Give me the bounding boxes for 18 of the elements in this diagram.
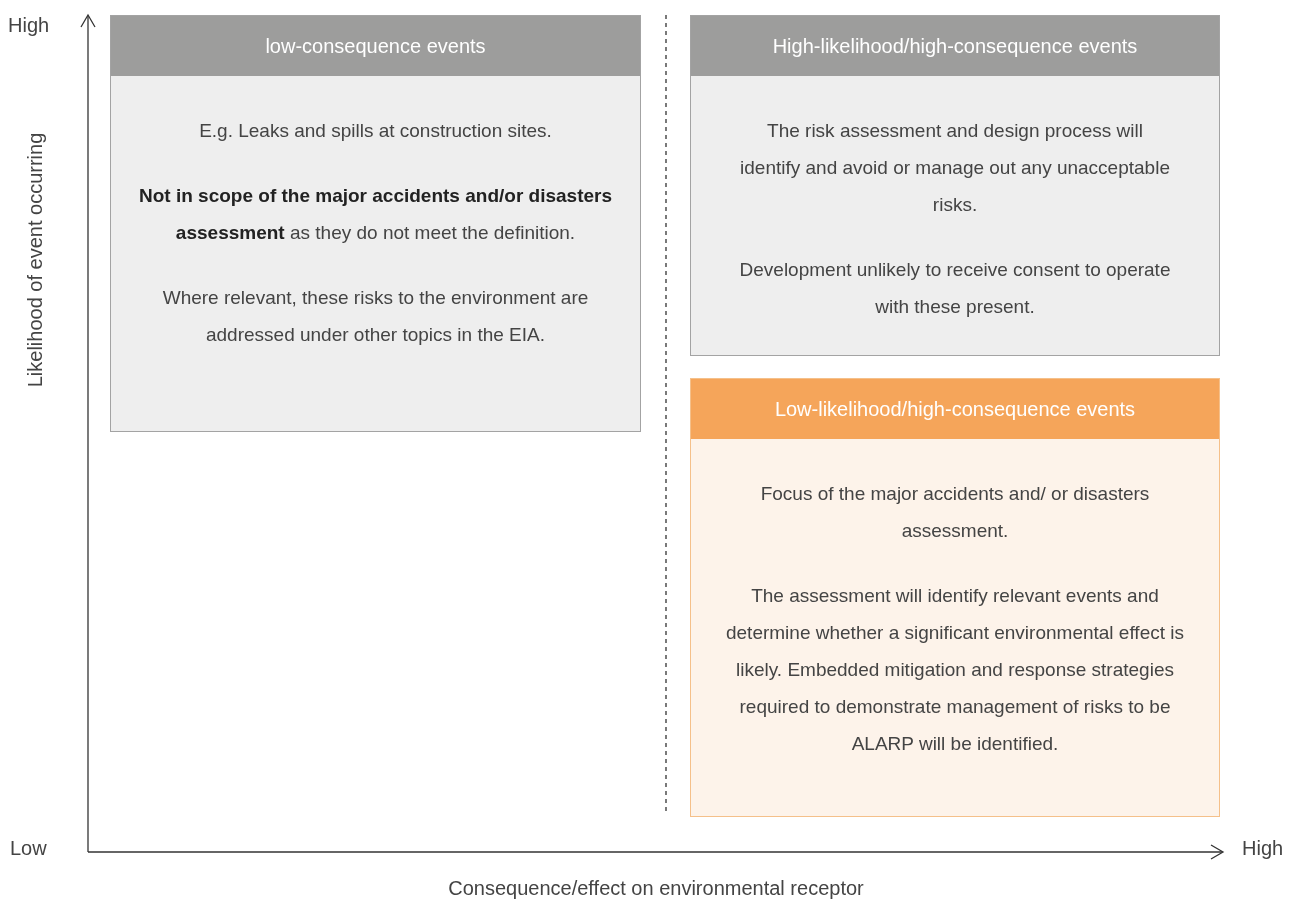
axis-tick-label: High xyxy=(1242,836,1284,861)
card-text: Development unlikely to receive consent to operate with these present. xyxy=(738,258,1172,319)
y-axis-title: Likelihood of event occurring xyxy=(23,132,47,388)
card-header: High-likelihood/high-consequence events xyxy=(691,16,1219,76)
quadrant-card xyxy=(690,378,1220,817)
card-text: The risk assessment and design process will identify and avoid or manage out any unacceptable risks. xyxy=(739,119,1171,217)
x-axis-title: Consequence/effect on environmental receptor xyxy=(448,876,864,900)
card-text: Where relevant, these risks to the environment are addressed under other topics in the EIA. xyxy=(161,286,590,347)
quadrant-card xyxy=(690,15,1220,356)
card-header: low-consequence events xyxy=(111,16,640,76)
quadrant-card xyxy=(110,15,641,432)
card-header: Low-likelihood/high-consequence events xyxy=(691,379,1219,439)
card-text: Not in scope of the major accidents and/or disasters assessment as they do not meet the definition. xyxy=(138,184,613,245)
card-text: Focus of the major accidents and/ or disasters assessment. xyxy=(759,482,1151,543)
card-text: The assessment will identify relevant events and determine whether a significant environmental effect is likely. Embedded mitigation and response strategies required to demonstrate management of risks to be ALARP will be identified. xyxy=(725,584,1185,756)
axis-tick-label: High xyxy=(8,13,50,38)
axis-tick-label: Low xyxy=(10,836,47,861)
card-text: E.g. Leaks and spills at construction sites. xyxy=(199,119,552,143)
